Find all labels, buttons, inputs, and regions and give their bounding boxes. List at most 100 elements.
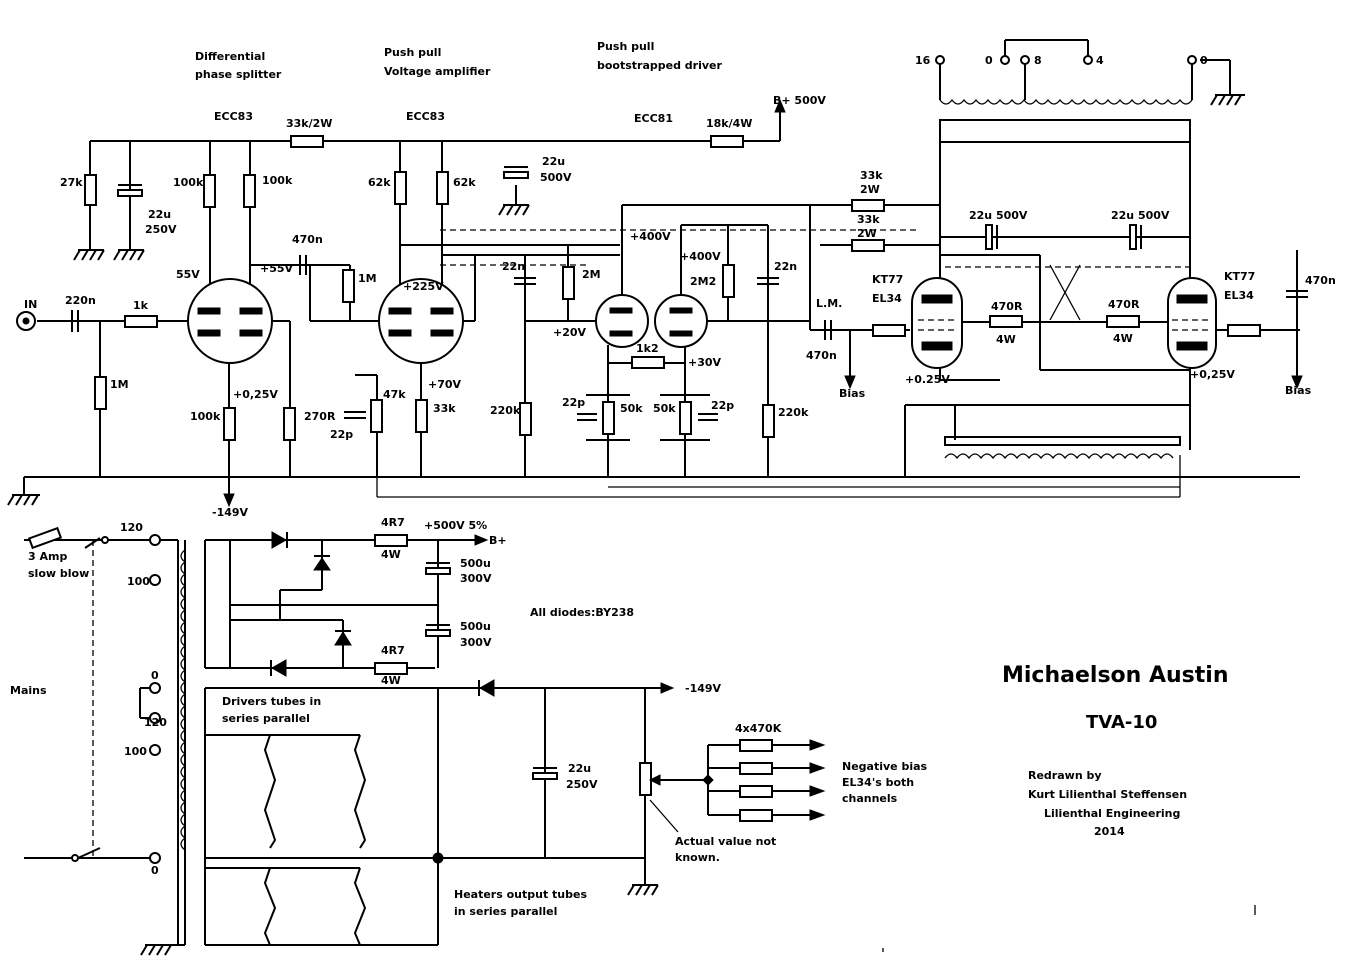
res-100k-b: 100k	[262, 174, 293, 187]
res-33k-b1: 33k	[857, 213, 880, 226]
tap-120a: 120	[120, 521, 143, 534]
tube-label-t3: ECC81	[634, 112, 673, 125]
volt-400b: +400V	[680, 250, 721, 263]
credit-4: 2014	[1094, 825, 1125, 838]
diodes-note: All diodes:BY238	[530, 606, 634, 619]
res-4r7-b1: 4R7	[381, 644, 405, 657]
res-50k-b: 50k	[653, 402, 676, 415]
labels: Differential phase splitter Push pull Vo…	[10, 40, 1336, 918]
cap-22n-a: 22n	[502, 260, 525, 273]
res-1m-b: 1M	[358, 272, 377, 285]
title-main: Michaelson Austin	[1002, 663, 1228, 688]
res-4r7-a1: 4R7	[381, 516, 405, 529]
cap-220n: 220n	[65, 294, 96, 307]
tap-100b: 100	[124, 745, 147, 758]
drivers-note-a: Drivers tubes in	[222, 695, 321, 708]
negbias-note-a: Negative bias	[842, 760, 928, 773]
volt-30: +30V	[688, 356, 722, 369]
tap-0b-psu: 0	[151, 864, 159, 877]
tube-label-out1a: KT77	[872, 273, 903, 286]
stage-label-2a: Push pull	[384, 46, 441, 59]
res-100k-tail: 100k	[190, 410, 221, 423]
stage-label-1b: phase splitter	[195, 68, 282, 81]
volt-20: +20V	[553, 326, 587, 339]
tap-4: 4	[1096, 54, 1104, 67]
negbias-note-c: channels	[842, 792, 898, 805]
terminals	[16, 55, 1197, 864]
tap-120b: 120	[144, 716, 167, 729]
title-model: TVA-10	[1086, 712, 1157, 733]
bias-label-b: Bias	[1285, 384, 1312, 397]
cap-22u-psu-b: 250V	[566, 778, 598, 791]
res-2m2: 2M2	[690, 275, 716, 288]
res-1m-in: 1M	[110, 378, 129, 391]
res-270r: 270R	[304, 410, 336, 423]
cap-22n-b: 22n	[774, 260, 797, 273]
cap-22p-b: 22p	[562, 396, 585, 409]
stage-label-1a: Differential	[195, 50, 265, 63]
tube-label-out2b: EL34	[1224, 289, 1254, 302]
stage-label-3b: bootstrapped driver	[597, 59, 723, 72]
tap-0b: 0	[1200, 54, 1208, 67]
res-4r7-b2: 4W	[381, 674, 401, 687]
res-33k-tail: 33k	[433, 402, 456, 415]
cap-22p-c: 22p	[711, 399, 734, 412]
res-33k2w: 33k/2W	[286, 117, 332, 130]
heaters-note-b: in series parallel	[454, 905, 557, 918]
negbias-note-b: EL34's both	[842, 776, 914, 789]
bplus-label: B+ 500V	[773, 94, 826, 107]
lm-label: L.M.	[816, 297, 842, 310]
cap-500u-b1: 500u	[460, 620, 491, 633]
res-220k-a: 220k	[490, 404, 521, 417]
res-27k: 27k	[60, 176, 83, 189]
res-47k: 47k	[383, 388, 406, 401]
cap-22p-a: 22p	[330, 428, 353, 441]
res-470r-a2: 4W	[996, 333, 1016, 346]
volt-55p: +55V	[260, 262, 294, 275]
tap-0a-psu: 0	[151, 669, 159, 682]
res-18k4w: 18k/4W	[706, 117, 752, 130]
cap-470n-in: 470n	[806, 349, 837, 362]
fuse-label-b: slow blow	[28, 567, 89, 580]
vacuum-tubes	[187, 277, 1217, 369]
res-220k-b: 220k	[778, 406, 809, 419]
tube-label-t2: ECC83	[406, 110, 445, 123]
volt-025c: +0,25V	[1190, 368, 1235, 381]
cap-22u-500-a: 22u	[542, 155, 565, 168]
diodes	[270, 531, 495, 697]
cap-500u-a1: 500u	[460, 557, 491, 570]
cap-22u-250-a: 22u	[148, 208, 171, 221]
volt-400a: +400V	[630, 230, 671, 243]
res-2m: 2M	[582, 268, 601, 281]
res-470r-b1: 470R	[1108, 298, 1140, 311]
tube-label-out1b: EL34	[872, 292, 902, 305]
cap-500u-b2: 300V	[460, 636, 492, 649]
stage-label-2b: Voltage amplifier	[384, 65, 491, 78]
cap-22u-500-b: 500V	[540, 171, 572, 184]
res-4r7-a2: 4W	[381, 548, 401, 561]
cap-470n-a: 470n	[292, 233, 323, 246]
res-33k-a2: 2W	[860, 183, 880, 196]
neg-rail-label-psu: -149V	[685, 682, 722, 695]
cap-470n-out: 470n	[1305, 274, 1336, 287]
volt-025a: +0,25V	[233, 388, 278, 401]
capacitors	[71, 166, 1308, 780]
res-1k: 1k	[133, 299, 149, 312]
actual-note-b: known.	[675, 851, 720, 864]
resistors	[84, 135, 1261, 822]
tube-label-t1: ECC83	[214, 110, 253, 123]
tap-100a: 100	[127, 575, 150, 588]
res-100k-a: 100k	[173, 176, 204, 189]
psu-out-label: +500V 5%	[424, 519, 487, 532]
res-470r-b2: 4W	[1113, 332, 1133, 345]
res-50k-a: 50k	[620, 402, 643, 415]
cap-500u-a2: 300V	[460, 572, 492, 585]
res-bias: 4x470K	[735, 722, 782, 735]
res-1k2: 1k2	[636, 342, 659, 355]
neg-rail-label: -149V	[212, 506, 249, 519]
heaters-note-a: Heaters output tubes	[454, 888, 587, 901]
psu-bplus-label: B+	[489, 534, 507, 547]
tap-0a: 0	[985, 54, 993, 67]
credit-1: Redrawn by	[1028, 769, 1102, 782]
credit-3: Lilienthal Engineering	[1044, 807, 1180, 820]
